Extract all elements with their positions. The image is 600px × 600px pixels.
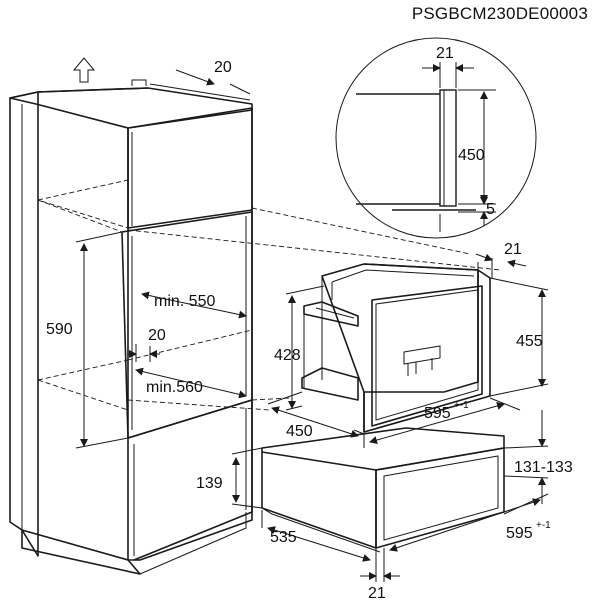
- arrow-up-icon: [72, 57, 96, 83]
- dim-drawer-width-label: 595: [506, 525, 533, 542]
- dim-top-gap-label: 20: [214, 59, 232, 76]
- dim-machine-height-inner-label: 428: [274, 347, 301, 364]
- dim-drawer-front-height: 131-133: [503, 410, 573, 504]
- dim-machine-width-label: 595: [424, 405, 451, 422]
- dim-machine-depth: 450: [267, 391, 365, 440]
- dim-niche-depth: min.560: [135, 367, 247, 399]
- dim-drawer-height: 139: [196, 447, 263, 509]
- dim-cabinet-height: 590: [46, 231, 129, 449]
- dim-machine-height-outer-label: 455: [516, 333, 543, 350]
- dim-machine-front-gap-label: 21: [504, 241, 522, 258]
- warming-drawer: [261, 427, 505, 553]
- dim-machine-width: 595 +-1: [363, 397, 521, 448]
- tall-cabinet: [9, 79, 253, 575]
- dim-drawer-front-gap: 21: [360, 548, 400, 600]
- dim-machine-front-gap: 21: [475, 241, 527, 278]
- dim-machine-height-outer: 455: [489, 277, 549, 397]
- dim-drawer-width: 595 +-1: [389, 493, 551, 552]
- projection-lines: [127, 207, 501, 411]
- dim-drawer-depth: 535: [261, 510, 377, 562]
- dim-drawer-width-tol-label: +-1: [536, 520, 551, 531]
- detail-view: 21 450 5: [335, 37, 537, 239]
- dim-niche-width-label: min. 550: [154, 293, 215, 310]
- dim-top-gap: 20: [149, 59, 251, 101]
- dim-detail-gap-label: 21: [436, 45, 454, 62]
- dim-side-gap: 20: [128, 327, 166, 362]
- dim-drawer-height-label: 139: [196, 475, 223, 492]
- dim-machine-height-inner: 428: [274, 285, 325, 411]
- dim-cabinet-height-label: 590: [46, 321, 73, 338]
- dim-drawer-front-height-label: 131-133: [514, 459, 573, 476]
- dim-detail-height-label: 450: [458, 147, 485, 164]
- coffee-machine: [301, 263, 491, 433]
- dim-drawer-depth-label: 535: [270, 529, 297, 546]
- dim-niche-width: min. 550: [141, 291, 247, 319]
- dim-machine-depth-label: 450: [286, 423, 313, 440]
- dim-machine-width-tol-label: +-1: [454, 400, 469, 411]
- dim-side-gap-label: 20: [148, 327, 166, 344]
- dim-detail-bottom-label: 5: [486, 201, 495, 218]
- dim-niche-depth-label: min.560: [146, 379, 203, 396]
- dim-drawer-front-gap-label: 21: [368, 585, 386, 600]
- drawing-code: PSGBCM230DE00003: [412, 4, 588, 23]
